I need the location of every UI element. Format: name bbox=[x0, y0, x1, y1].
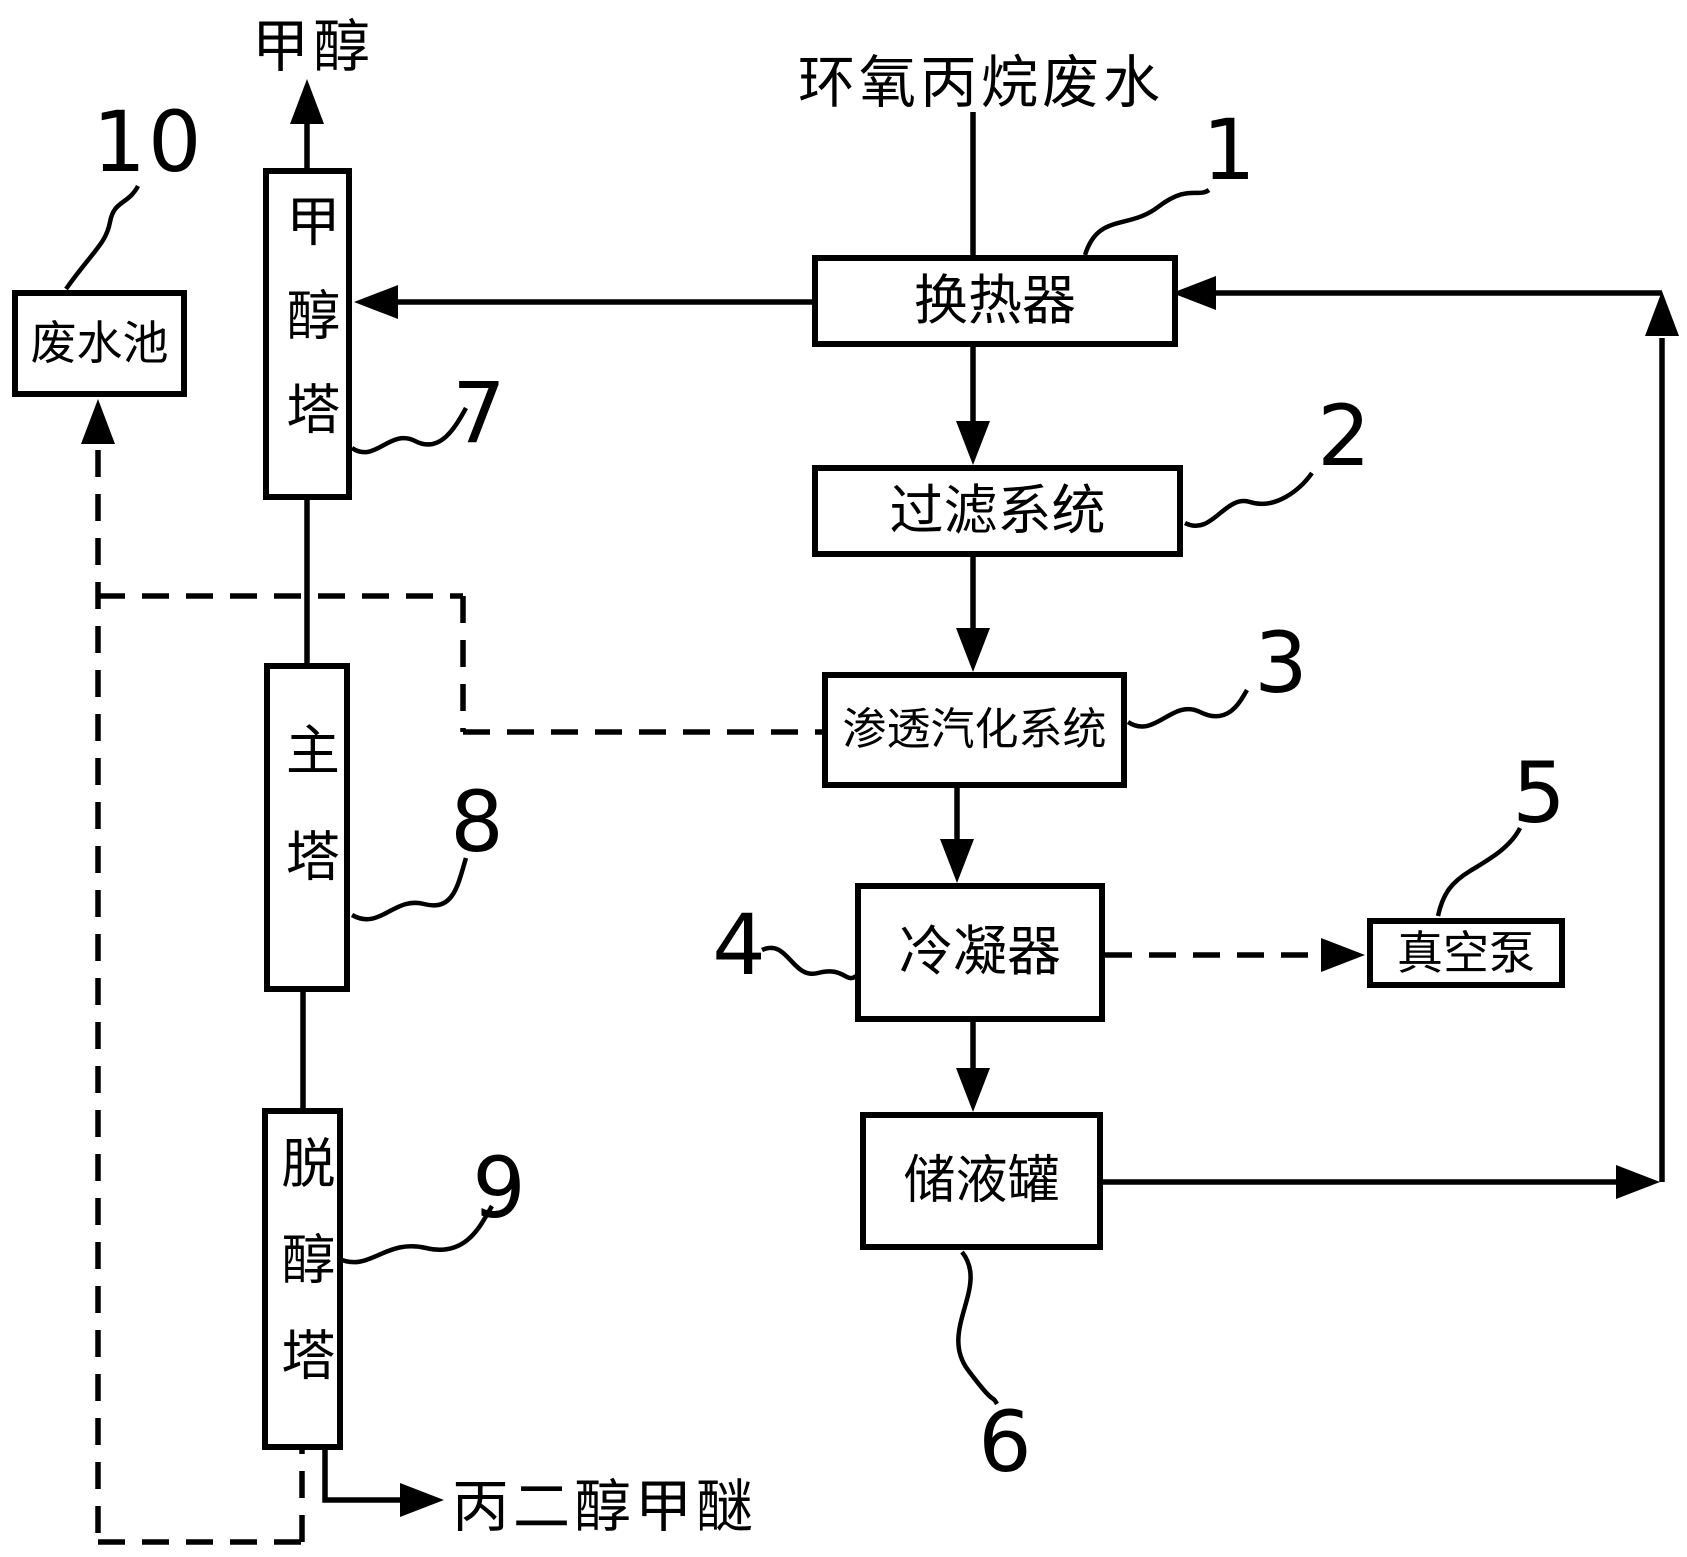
leader-ref-10 bbox=[64, 184, 140, 291]
arrowhead-into-methanol-tower bbox=[354, 285, 398, 319]
node-pervaporation-system-label: 渗透汽化系统 bbox=[842, 703, 1107, 755]
ref-number-9: 9 bbox=[472, 1139, 528, 1237]
arrowhead-methanol-out bbox=[290, 79, 324, 124]
node-heat-exchanger-label: 换热器 bbox=[914, 268, 1076, 332]
leader-ref-1 bbox=[1082, 188, 1211, 256]
node-main-tower: 主塔 bbox=[264, 663, 350, 992]
node-vacuum-pump-label: 真空泵 bbox=[1397, 925, 1535, 980]
leader-ref-5 bbox=[1435, 826, 1523, 917]
label-product-out: 丙二醇甲醚 bbox=[452, 1474, 757, 1540]
node-condenser: 冷凝器 bbox=[855, 883, 1105, 1022]
node-methanol-tower: 甲醇塔 bbox=[263, 168, 352, 500]
node-main-tower-label: 主塔 bbox=[276, 721, 340, 934]
ref-number-10: 10 bbox=[92, 93, 204, 191]
node-dealcoholization-tower: 脱醇塔 bbox=[262, 1108, 343, 1450]
node-liquid-storage-tank-label: 储液罐 bbox=[903, 1150, 1060, 1211]
node-methanol-tower-label: 甲醇塔 bbox=[276, 193, 340, 475]
node-heat-exchanger: 换热器 bbox=[812, 255, 1178, 347]
arrowhead-into-filter bbox=[956, 421, 990, 465]
arrowhead-into-heat-exchanger bbox=[1172, 276, 1216, 310]
reference-leader-lines bbox=[64, 184, 1523, 1406]
leader-ref-4 bbox=[761, 945, 858, 981]
ref-number-4: 4 bbox=[712, 896, 768, 994]
node-wastewater-pool-label: 废水池 bbox=[30, 316, 169, 371]
arrowhead-into-pervaporation bbox=[956, 628, 990, 672]
ref-number-8: 8 bbox=[450, 773, 506, 871]
leader-ref-8 bbox=[350, 857, 469, 922]
node-vacuum-pump: 真空泵 bbox=[1367, 918, 1565, 988]
leader-ref-6 bbox=[956, 1250, 999, 1406]
node-condenser-label: 冷凝器 bbox=[899, 920, 1061, 984]
leader-ref-7 bbox=[350, 406, 468, 455]
leader-ref-2 bbox=[1183, 471, 1314, 528]
node-pervaporation-system: 渗透汽化系统 bbox=[822, 672, 1127, 788]
leader-ref-9 bbox=[336, 1204, 494, 1265]
node-filter-system-label: 过滤系统 bbox=[889, 478, 1106, 542]
ref-number-7: 7 bbox=[452, 364, 508, 462]
solid-flow-lines bbox=[300, 112, 1665, 1503]
ref-number-6: 6 bbox=[978, 1393, 1034, 1491]
node-dealcoholization-tower-label: 脱醇塔 bbox=[271, 1135, 335, 1423]
label-input-stream: 环氧丙烷废水 bbox=[798, 50, 1164, 116]
node-filter-system: 过滤系统 bbox=[812, 465, 1183, 557]
arrowhead-into-condenser bbox=[940, 839, 974, 883]
ref-number-5: 5 bbox=[1512, 744, 1568, 842]
arrowhead-into-vacuum-pump bbox=[1321, 938, 1365, 972]
ref-number-3: 3 bbox=[1254, 614, 1310, 712]
arrowhead-recycle-corner bbox=[1616, 1165, 1660, 1199]
node-wastewater-pool: 废水池 bbox=[12, 290, 187, 397]
leader-ref-3 bbox=[1126, 688, 1249, 729]
label-methanol-out: 甲醇 bbox=[252, 14, 374, 80]
ref-number-1: 1 bbox=[1202, 101, 1258, 199]
arrowhead-into-wastewater-pool bbox=[81, 399, 115, 444]
arrowhead-product-out bbox=[400, 1483, 444, 1517]
ref-number-2: 2 bbox=[1317, 387, 1373, 485]
dashed-lines bbox=[95, 450, 1322, 1545]
arrowhead-recycle-up bbox=[1645, 291, 1679, 336]
arrowhead-into-tank bbox=[956, 1068, 990, 1112]
arrowheads bbox=[81, 79, 1679, 1517]
node-liquid-storage-tank: 储液罐 bbox=[860, 1112, 1103, 1250]
line-dealcohol-tower-to-product bbox=[322, 1450, 400, 1503]
